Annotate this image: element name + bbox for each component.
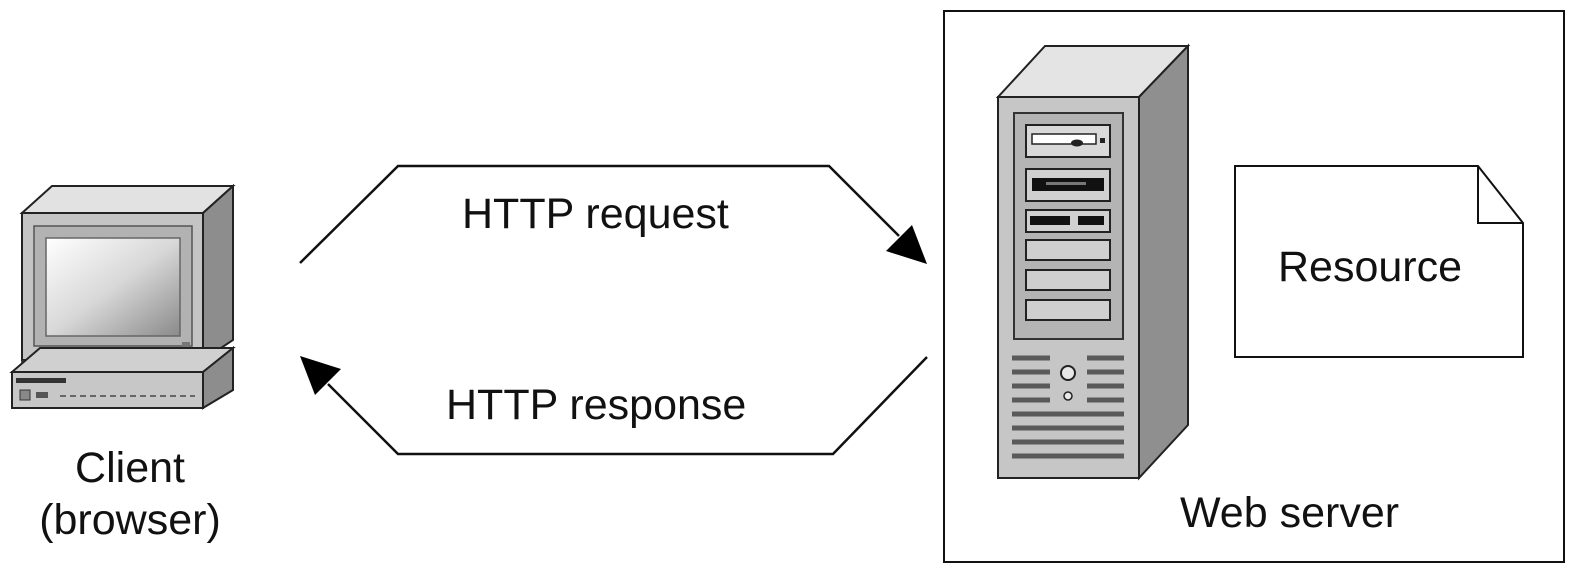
http-response-arrow [300, 356, 928, 456]
document-icon [1234, 165, 1524, 358]
http-response-label: HTTP response [446, 381, 747, 429]
tower-server-icon [995, 43, 1191, 481]
client-label-line1: Client [75, 444, 185, 492]
client-label: Client (browser) [10, 447, 250, 542]
http-request-label: HTTP request [462, 190, 729, 238]
web-server-label: Web server [1180, 489, 1400, 537]
resource-label: Resource [1278, 243, 1463, 291]
client-label-line2: (browser) [39, 496, 221, 544]
desktop-computer-icon [9, 183, 236, 410]
http-request-arrow [299, 164, 927, 264]
